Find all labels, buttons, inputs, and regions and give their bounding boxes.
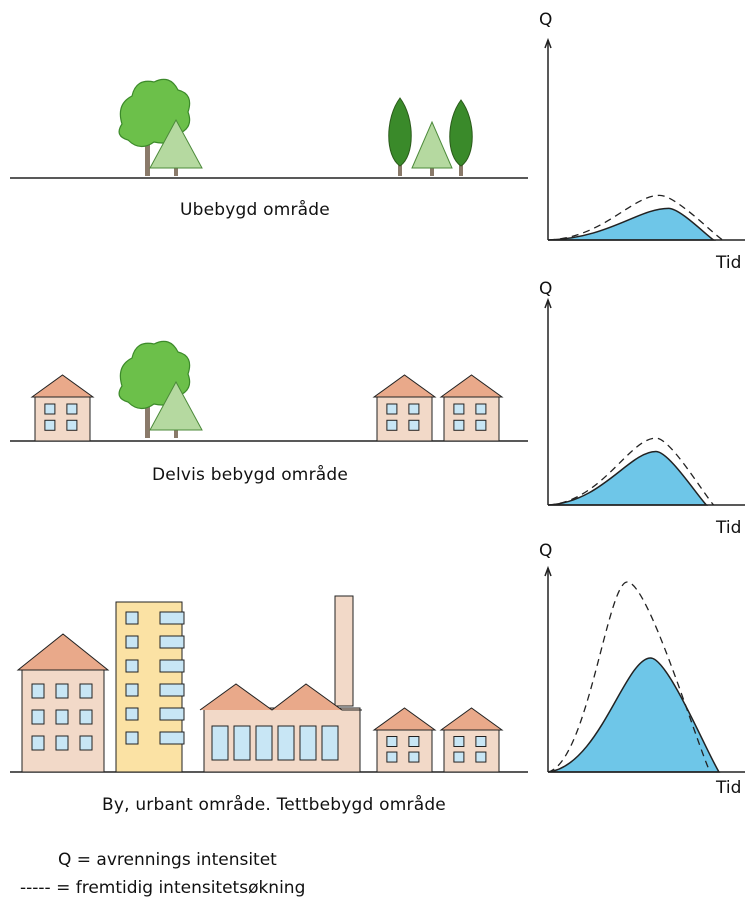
house-icon — [372, 374, 437, 442]
caption-undeveloped: Ubebygd område — [180, 200, 330, 220]
window-icon — [55, 683, 69, 699]
conifer-tree-icon — [149, 380, 203, 438]
hydrograph-future-1 — [547, 194, 723, 241]
window-icon — [475, 419, 487, 431]
window-icon — [31, 735, 45, 751]
window-icon — [386, 419, 398, 431]
hydrograph-future-3 — [547, 581, 711, 773]
legend-q-definition: Q = avrennings intensitet — [58, 850, 277, 870]
conifer-tree-icon — [149, 118, 203, 176]
window-icon — [321, 725, 339, 761]
house-icon — [372, 707, 437, 773]
chimney-icon — [334, 595, 354, 707]
balcony-icon — [159, 635, 185, 649]
window-icon — [453, 403, 465, 415]
window-icon — [408, 751, 420, 763]
axis-q-label-1: Q — [539, 10, 553, 30]
hydrograph-axes-1 — [544, 37, 745, 241]
window-icon — [233, 725, 251, 761]
axis-tid-label-2: Tid — [716, 518, 742, 538]
window-icon — [299, 725, 317, 761]
window-icon — [79, 735, 93, 751]
window-icon — [66, 419, 78, 431]
high-rise-icon — [115, 601, 185, 773]
hydrograph-current-2 — [547, 450, 709, 506]
window-icon — [408, 419, 420, 431]
window-icon — [475, 403, 487, 415]
window-icon — [55, 735, 69, 751]
axis-tid-label-1: Tid — [716, 253, 742, 273]
window-icon — [44, 419, 56, 431]
window-icon — [125, 659, 139, 673]
window-icon — [386, 403, 398, 415]
cypress-tree-icon — [388, 97, 412, 176]
window-icon — [386, 736, 398, 747]
house-icon — [30, 374, 95, 442]
hydrograph-axes-2 — [544, 297, 745, 506]
window-icon — [125, 635, 139, 649]
window-icon — [125, 707, 139, 721]
legend-dashed-definition: ----- = fremtidig intensitetsøkning — [20, 878, 306, 898]
window-icon — [475, 736, 487, 747]
axis-tid-label-3: Tid — [716, 778, 742, 798]
window-icon — [211, 725, 229, 761]
axis-q-label-2: Q — [539, 279, 553, 299]
window-icon — [79, 709, 93, 725]
hydrograph-future-2 — [547, 437, 715, 506]
window-icon — [125, 731, 139, 745]
window-icon — [55, 709, 69, 725]
apartment-building-icon — [16, 633, 110, 773]
factory-icon — [199, 595, 362, 773]
house-icon — [439, 374, 504, 442]
cypress-tree-icon — [449, 99, 473, 176]
window-icon — [31, 709, 45, 725]
balcony-icon — [159, 611, 185, 625]
window-icon — [79, 683, 93, 699]
window-icon — [408, 736, 420, 747]
window-icon — [255, 725, 273, 761]
window-icon — [475, 751, 487, 763]
window-icon — [386, 751, 398, 763]
hydrograph-axes-3 — [544, 565, 745, 773]
axis-q-label-3: Q — [539, 541, 553, 561]
house-icon — [439, 707, 504, 773]
window-icon — [453, 736, 465, 747]
window-icon — [408, 403, 420, 415]
balcony-icon — [159, 707, 185, 721]
window-icon — [44, 403, 56, 415]
window-icon — [125, 611, 139, 625]
balcony-icon — [159, 731, 185, 745]
caption-urban: By, urbant område. Tettbebygd område — [102, 795, 446, 815]
window-icon — [66, 403, 78, 415]
window-icon — [453, 419, 465, 431]
caption-partially-developed: Delvis bebygd område — [152, 465, 349, 485]
window-icon — [31, 683, 45, 699]
balcony-icon — [159, 683, 185, 697]
window-icon — [277, 725, 295, 761]
window-icon — [453, 751, 465, 763]
hydrograph-current-3 — [547, 657, 721, 773]
window-icon — [125, 683, 139, 697]
hydrograph-current-1 — [547, 207, 716, 241]
balcony-icon — [159, 659, 185, 673]
conifer-tree-icon — [411, 120, 453, 176]
